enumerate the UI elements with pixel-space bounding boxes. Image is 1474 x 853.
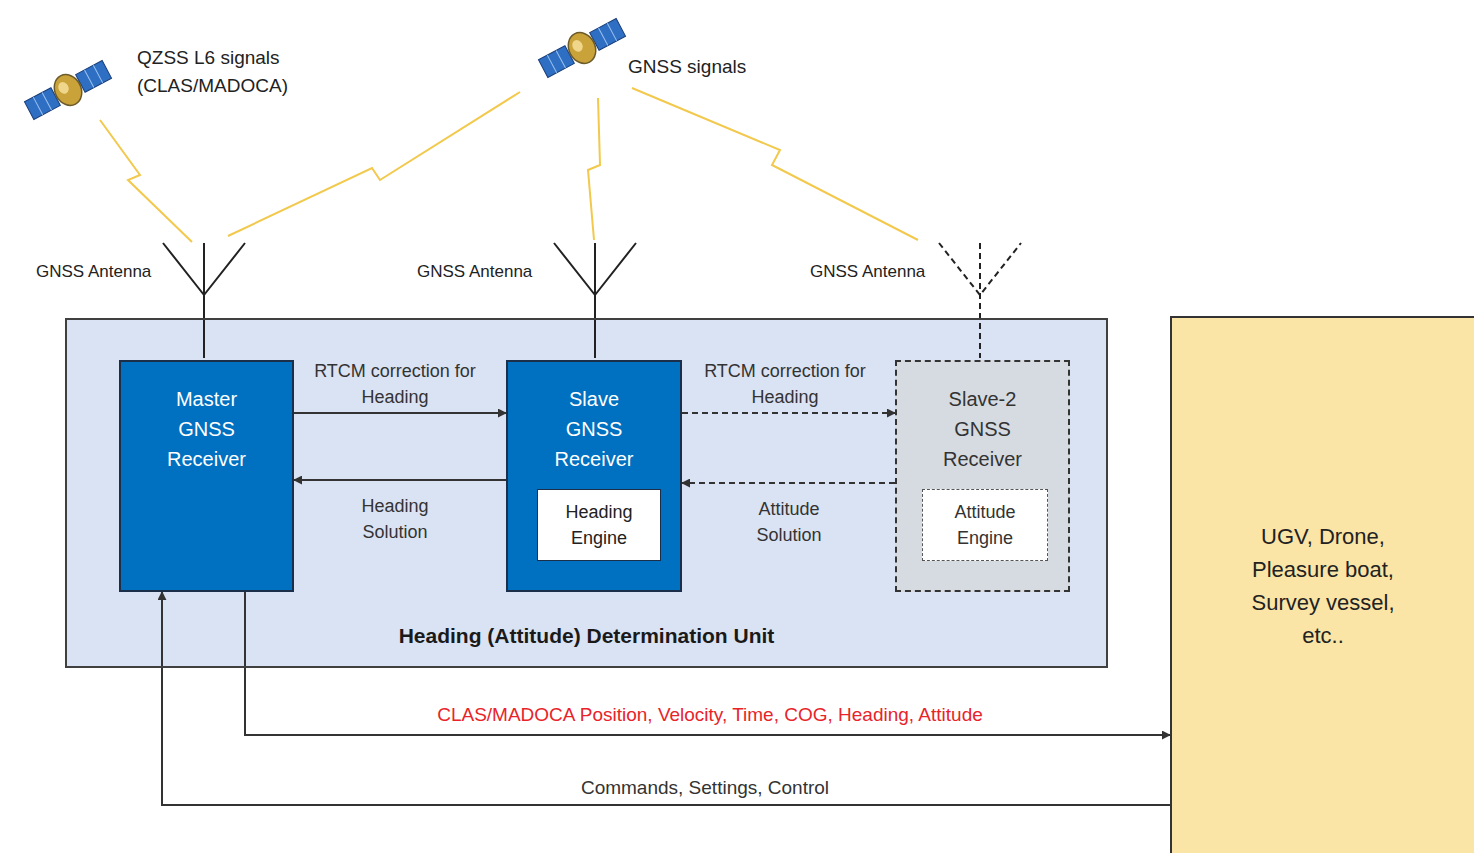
node-text: Attitude Engine <box>940 499 1030 551</box>
engine-box: Attitude Engine <box>922 489 1048 561</box>
node-text: UGV, Drone, Pleasure boat, Survey vessel… <box>1238 520 1408 652</box>
node-text: Heading Engine <box>554 499 644 551</box>
connector-arrow <box>682 482 895 484</box>
connector-arrow <box>162 592 1170 805</box>
connector-arrow <box>294 479 506 481</box>
connector-arrow <box>294 412 506 414</box>
signal-label: QZSS L6 signals (CLAS/MADOCA) <box>137 44 317 100</box>
antenna-label: GNSS Antenna <box>417 262 557 282</box>
edge-label: RTCM correction for Heading <box>310 358 480 410</box>
edge-label: CLAS/MADOCA Position, Velocity, Time, CO… <box>330 704 1090 726</box>
unit-fill <box>65 318 1108 668</box>
receiver-box: Master GNSS Receiver <box>119 360 294 592</box>
engine-box: Heading Engine <box>537 489 661 561</box>
node-text: Slave-2 GNSS Receiver <box>928 384 1038 474</box>
antenna-label: GNSS Antenna <box>810 262 950 282</box>
receiver-box: Slave-2 GNSS ReceiverAttitude Engine <box>895 360 1070 592</box>
vehicle-box: UGV, Drone, Pleasure boat, Survey vessel… <box>1170 316 1474 853</box>
connector-arrow <box>682 412 895 414</box>
node-text: Master GNSS Receiver <box>152 384 262 474</box>
gnss-satellite <box>536 13 629 83</box>
edge-label: Commands, Settings, Control <box>480 777 930 799</box>
antennas <box>163 243 1021 358</box>
signal-label: GNSS signals <box>628 56 768 78</box>
node-text: Slave GNSS Receiver <box>539 384 649 474</box>
antenna-label: GNSS Antenna <box>36 262 176 282</box>
qzss-satellite <box>22 55 115 125</box>
connector-arrow <box>245 592 1170 735</box>
signal-rays <box>100 88 918 242</box>
unit-band: Heading (Attitude) Determination Unit Mas… <box>65 318 1108 668</box>
edge-label: RTCM correction for Heading <box>700 358 870 410</box>
edge-label: Heading Solution <box>340 493 450 545</box>
edge-label: Attitude Solution <box>734 496 844 548</box>
node-text: Heading (Attitude) Determination Unit <box>399 624 775 648</box>
receiver-box: Slave GNSS ReceiverHeading Engine <box>506 360 682 592</box>
